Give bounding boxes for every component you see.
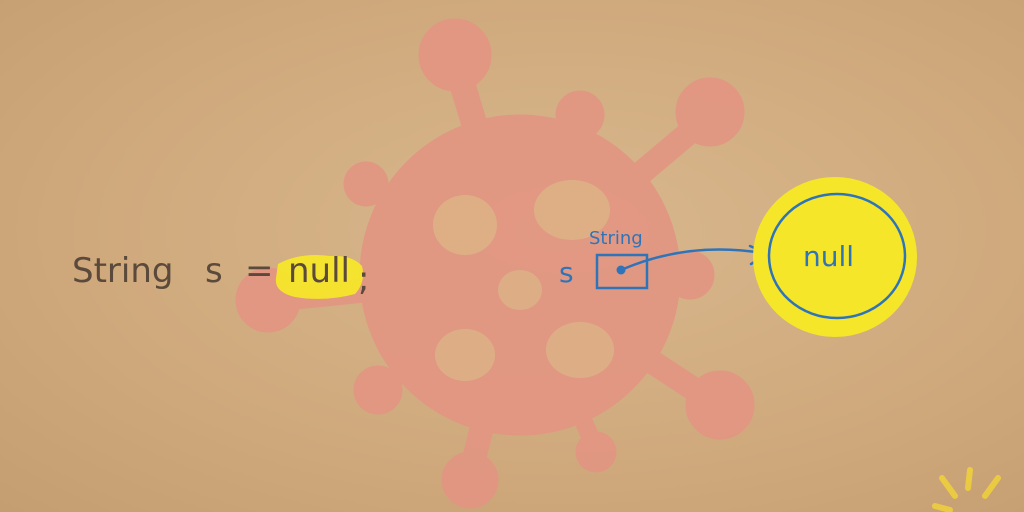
null-highlight	[275, 255, 364, 299]
null-object-outline	[767, 192, 907, 320]
reference-type-label: String	[589, 228, 643, 249]
reference-variable-label: s	[559, 256, 574, 289]
reference-arrow	[619, 248, 770, 272]
spark-icon	[932, 467, 1001, 512]
type-keyword: String	[72, 251, 173, 291]
semicolon: ;	[358, 259, 369, 299]
null-keyword: null	[288, 251, 350, 291]
equals-sign: =	[245, 251, 274, 291]
null-object: null	[753, 177, 917, 337]
null-object-glow	[753, 177, 917, 337]
reference-box	[595, 253, 649, 290]
virus-spots	[433, 180, 614, 381]
variable-name: s	[205, 251, 223, 291]
reference-diagram: s String null	[559, 177, 917, 337]
code-line: String s = null ;	[72, 251, 369, 299]
null-object-label: null	[803, 240, 854, 273]
